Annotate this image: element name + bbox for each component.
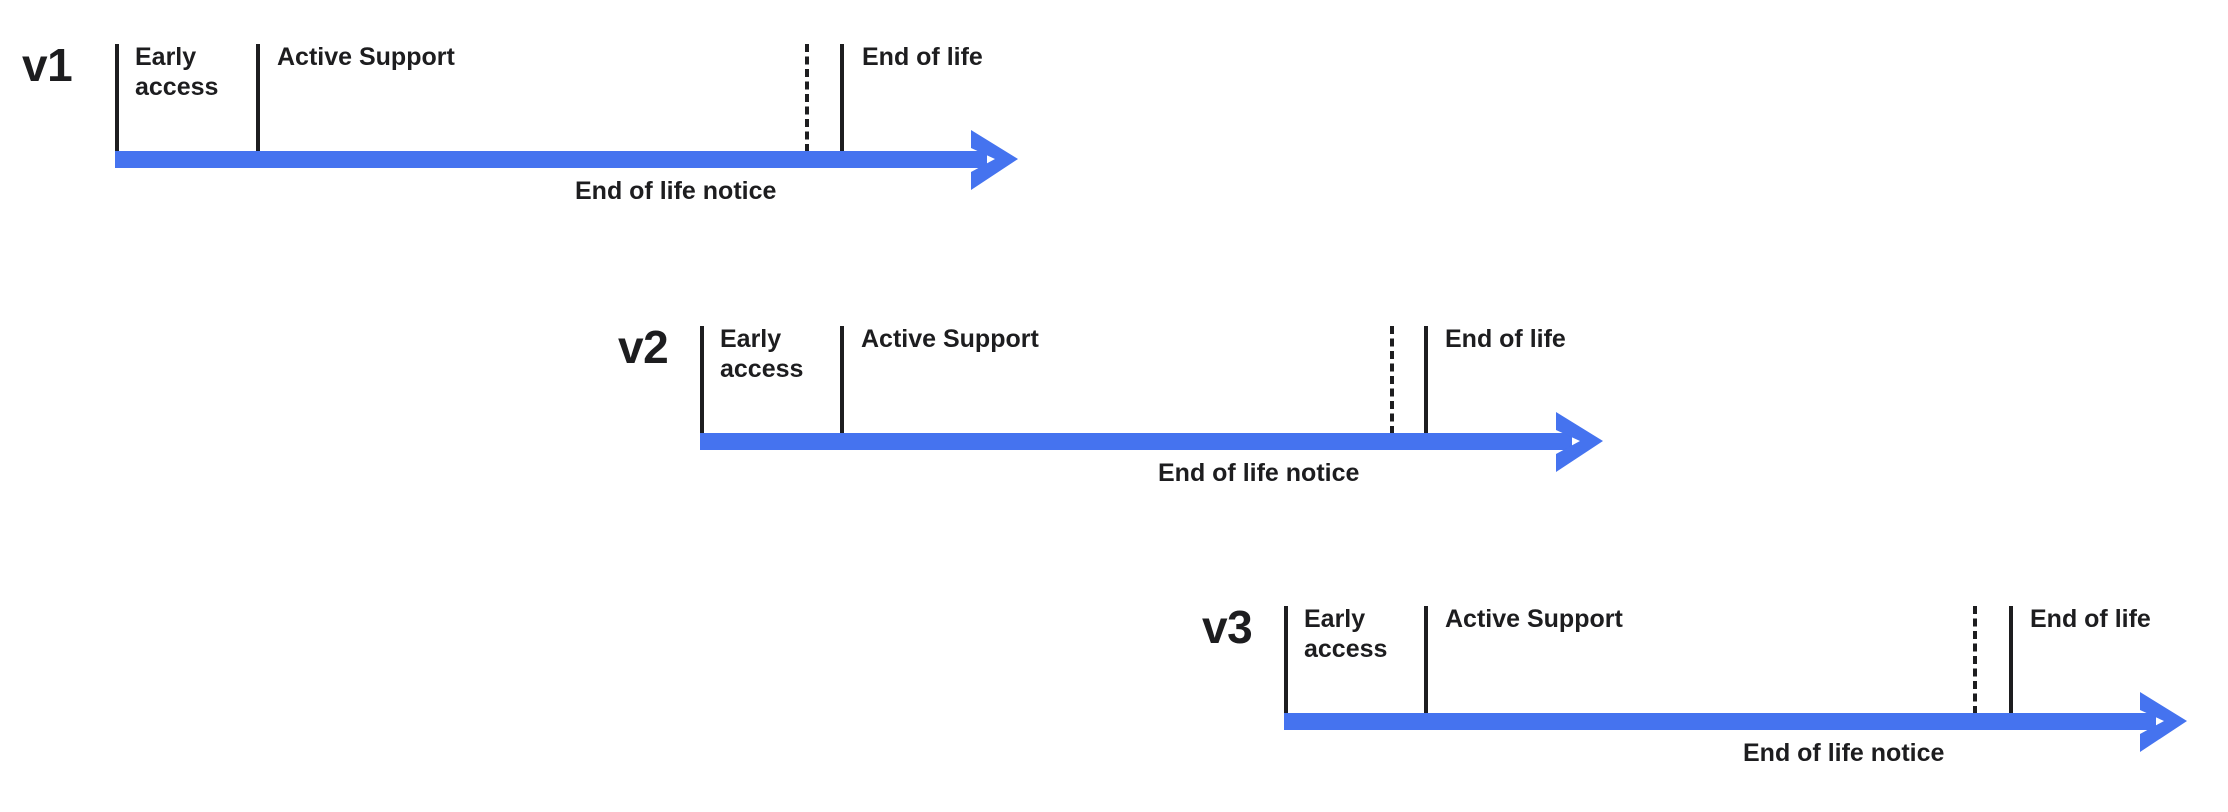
phase-divider-active-support-start-v3 — [1424, 606, 1428, 714]
lifecycle-arrow-bar-v3 — [1284, 713, 2156, 730]
lifecycle-arrow-bar-v2 — [700, 433, 1572, 450]
phase-label-end-of-life-v1: End of life — [862, 43, 983, 71]
version-label-v2: v2 — [618, 321, 669, 373]
phase-label-early-access-v2: Early access — [720, 325, 804, 383]
arrow-head-icon-v3 — [2135, 690, 2195, 754]
phase-label-end-of-life-v2: End of life — [1445, 325, 1566, 353]
phase-divider-early-access-start-v1 — [115, 44, 119, 152]
phase-label-active-support-v1: Active Support — [277, 43, 455, 71]
phase-label-active-support-v2: Active Support — [861, 325, 1039, 353]
version-label-v1: v1 — [22, 39, 73, 91]
version-label-v3: v3 — [1202, 601, 1253, 653]
lifecycle-arrow-bar-v1 — [115, 151, 987, 168]
notice-label-v2: End of life notice — [1158, 459, 1360, 487]
phase-divider-eol-notice-v3 — [1973, 606, 1977, 714]
phase-divider-active-support-start-v2 — [840, 326, 844, 434]
phase-divider-end-of-life-start-v3 — [2009, 606, 2013, 714]
notice-label-v1: End of life notice — [575, 177, 777, 205]
phase-label-early-access-v3: Early access — [1304, 605, 1388, 663]
phase-divider-active-support-start-v1 — [256, 44, 260, 152]
arrow-head-icon-v1 — [966, 128, 1026, 192]
phase-divider-eol-notice-v2 — [1390, 326, 1394, 434]
phase-divider-eol-notice-v1 — [805, 44, 809, 152]
notice-label-v3: End of life notice — [1743, 739, 1945, 767]
phase-label-early-access-v1: Early access — [135, 43, 219, 101]
phase-divider-end-of-life-start-v1 — [840, 44, 844, 152]
phase-label-end-of-life-v3: End of life — [2030, 605, 2151, 633]
arrow-head-icon-v2 — [1551, 410, 1611, 474]
phase-divider-early-access-start-v3 — [1284, 606, 1288, 714]
phase-divider-early-access-start-v2 — [700, 326, 704, 434]
phase-divider-end-of-life-start-v2 — [1424, 326, 1428, 434]
phase-label-active-support-v3: Active Support — [1445, 605, 1623, 633]
